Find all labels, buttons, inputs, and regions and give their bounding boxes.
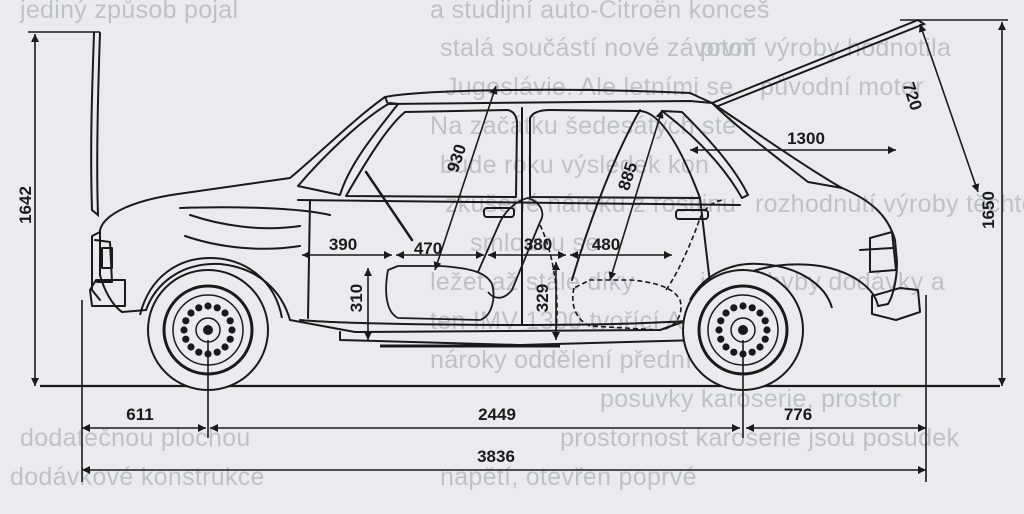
- bg-line: stalá součástí nové závotoň: [440, 34, 757, 62]
- steering-wheel: [364, 170, 414, 242]
- wheel-hole: [187, 343, 195, 351]
- wheel-hole: [763, 326, 771, 334]
- wheel-hole: [722, 309, 730, 317]
- wheel-arches: [139, 256, 833, 319]
- wheel-hole: [761, 317, 769, 325]
- bg-line: a studijní auto-Citroën konceš: [430, 0, 770, 24]
- wheel-hole: [204, 302, 212, 310]
- dim-label-329: 329: [533, 284, 552, 312]
- wheel-hole: [221, 309, 229, 317]
- dim-label-776: 776: [784, 405, 812, 424]
- wheel-hole: [226, 335, 234, 343]
- dimension-labels: 1642 1650 720 1300 930 885 390 470 380 4…: [16, 80, 998, 466]
- wheel-hole: [213, 348, 221, 356]
- wheel-hole: [730, 304, 738, 312]
- dim-label-930: 930: [443, 142, 470, 175]
- wheel-hole: [748, 304, 756, 312]
- dim-label-611: 611: [126, 405, 153, 424]
- wheel-hole: [756, 309, 764, 317]
- bg-line: ležet až stále díky: [430, 268, 635, 296]
- wheel-hole: [182, 317, 190, 325]
- wheel-hole: [228, 326, 236, 334]
- bg-line: nároky oddělení přední a: [430, 346, 714, 374]
- wheel-hole: [748, 348, 756, 356]
- dimension-lines: [28, 19, 1008, 482]
- dim-label-885: 885: [614, 160, 641, 193]
- wheel-hole: [213, 304, 221, 312]
- dim-label-1642: 1642: [16, 186, 35, 224]
- wheel-hole: [226, 317, 234, 325]
- dim-label-2449: 2449: [478, 405, 516, 424]
- wheel-hole: [717, 335, 725, 343]
- dim-label-1650: 1650: [979, 191, 998, 229]
- dim-label-720: 720: [899, 80, 926, 113]
- front-wheel: [147, 269, 269, 391]
- dim-label-1300: 1300: [787, 129, 825, 148]
- wheel-hole: [180, 326, 188, 334]
- open-tailgate: [711, 18, 927, 107]
- wheel-hole: [182, 335, 190, 343]
- dim-label-3836: 3836: [477, 447, 515, 466]
- wheel-hole: [187, 309, 195, 317]
- front-seat: [385, 197, 544, 321]
- bg-line: rozhodnutí výroby těchto let: [755, 190, 1024, 218]
- wheel-hole: [730, 348, 738, 356]
- wheel-hole: [715, 326, 723, 334]
- dim-label-470: 470: [414, 239, 442, 258]
- wheel-hole: [722, 343, 730, 351]
- dim-label-480: 480: [592, 235, 620, 254]
- dim-label-380: 380: [524, 235, 552, 254]
- wheel-hole: [221, 343, 229, 351]
- wheel-hole: [739, 302, 747, 310]
- wheel-hole: [195, 304, 203, 312]
- bg-line: jediný způsob pojal: [20, 0, 239, 24]
- dim-label-310: 310: [347, 284, 366, 312]
- open-hood: [90, 32, 101, 218]
- wheel-hole: [761, 335, 769, 343]
- dim-label-390: 390: [329, 235, 357, 254]
- wheel-hole: [195, 348, 203, 356]
- wheel-hole: [756, 343, 764, 351]
- wheel-hole: [717, 317, 725, 325]
